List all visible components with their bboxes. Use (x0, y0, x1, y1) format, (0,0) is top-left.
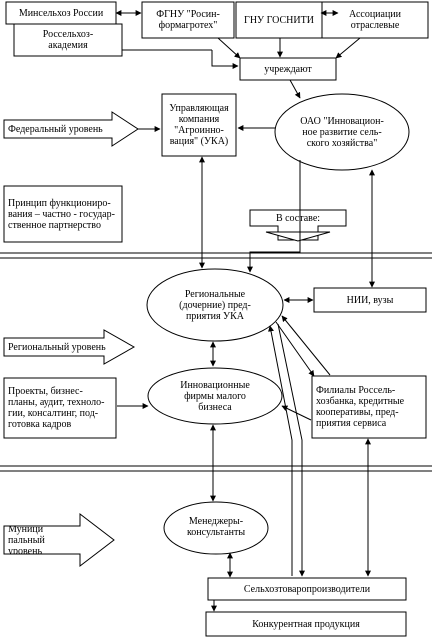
regional-level-label: Региональный уровень (8, 341, 106, 353)
assoc-box (321, 1, 429, 39)
principle-box (3, 185, 123, 243)
assoc-label: Ассоциации отраслевые (348, 9, 402, 31)
managers-ellipse (163, 501, 269, 555)
arrow-regional-producers-b (277, 323, 305, 577)
oao-label: ОАО "Инновацион- ное развитие сель- ског… (300, 115, 384, 149)
minselhoz-label: Минсельхоз России (18, 7, 104, 19)
federal-level-label: Федеральный уровень (8, 123, 103, 135)
projects-label: Проекты, бизнес- планы, аудит, техноло- … (8, 386, 105, 430)
v-sostave-arrow-shape (249, 209, 347, 241)
managers-label: Менеджеры- консультанты (186, 516, 246, 538)
arrow-regional-filialy-1 (275, 321, 315, 377)
product-label: Конкурентная продукция (252, 618, 360, 630)
principle-label: Принцип функциониро- вания – частно - го… (8, 197, 115, 231)
rosselhoz-label: Россельхоз- академия (42, 29, 94, 51)
fgnu-box (141, 1, 235, 39)
rosselhoz-box (13, 23, 123, 57)
arrow-regional-producers-a (268, 325, 293, 576)
regional-level-arrow-shape (3, 329, 136, 365)
federal-level-arrow-shape (3, 111, 139, 147)
arrow-rosselhoz-uchr-bend (211, 50, 239, 69)
uka-label: Управляющая компания "Агроинно- вация" (… (169, 103, 229, 147)
regional-enterprises-ellipse (146, 268, 284, 342)
innov-firms-label: Инновационные фирмы малого бизнеса (180, 379, 250, 413)
arrow-regional-filialy-2 (281, 315, 331, 376)
filialy-label: Филиалы Россель- хозбанка, кредитные коо… (316, 385, 405, 429)
arrow-uchr-oao (289, 79, 301, 99)
uka-box (161, 93, 237, 157)
product-box (205, 611, 407, 637)
innov-firms-ellipse (147, 367, 283, 425)
filialy-box (311, 375, 427, 439)
v-sostave-arrowhead (265, 231, 331, 242)
gnu-label: ГНУ ГОСНИТИ (244, 14, 314, 26)
nii-label: НИИ, вузы (346, 294, 394, 306)
arrow-fgnu-uchr (217, 37, 241, 59)
municipal-level-arrow-shape (3, 512, 115, 568)
arrow-oao-regional (247, 160, 301, 273)
projects-box (3, 377, 117, 439)
nii-box (313, 287, 427, 313)
fgnu-label: ФГНУ "Росин- формагротех" (156, 9, 220, 31)
uchrezhdayut-label: учреждают (264, 63, 312, 75)
v-sostave-label: В составе: (275, 212, 321, 224)
arrow-assoc-uchr (335, 37, 361, 59)
regional-enterprises-label: Региональные (дочерние) пред- приятия УК… (179, 288, 251, 322)
gnu-box (235, 1, 339, 39)
producers-box (207, 577, 407, 601)
uchrezhdayut-box (239, 57, 337, 81)
producers-label: Сельхозтоваропроизводители (243, 583, 371, 595)
municipal-level-label: Муници пальный уровень (8, 526, 45, 554)
oao-ellipse (274, 93, 410, 171)
